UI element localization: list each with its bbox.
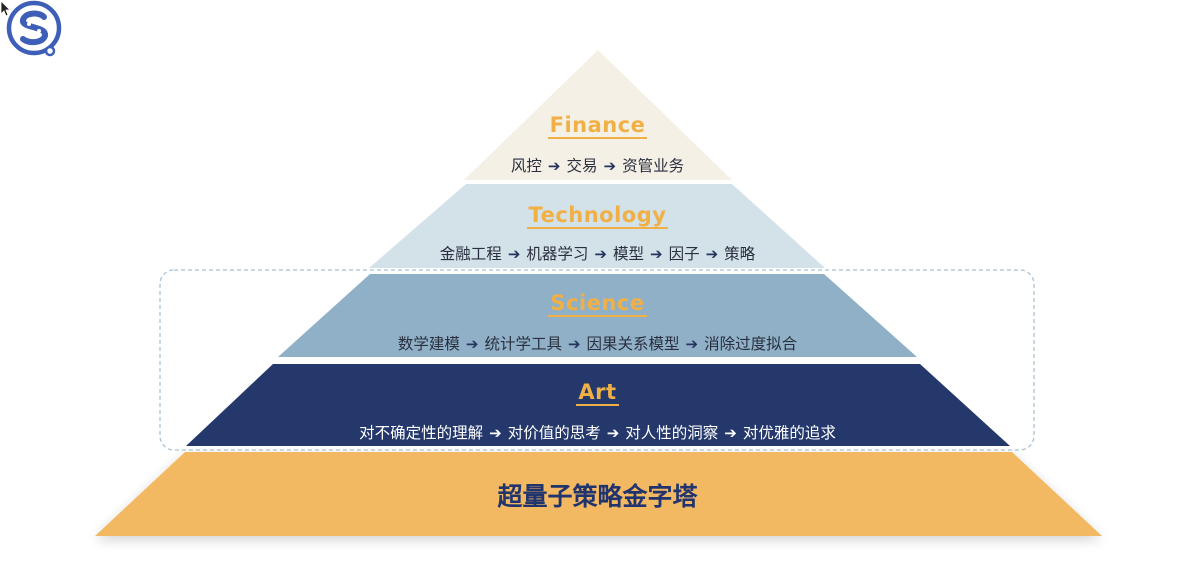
technology-tier: [369, 184, 825, 268]
finance-tier: [464, 50, 732, 180]
pyramid-base-title: 超量子策略金字塔: [497, 482, 698, 511]
arrow-right-icon: ➔: [650, 245, 663, 263]
arrow-right-icon: ➔: [724, 424, 737, 442]
arrow-right-icon: ➔: [547, 157, 561, 175]
art-title: Art: [576, 380, 619, 406]
highlight-dashed-box: [159, 269, 1035, 451]
flow-step: 金融工程: [439, 245, 502, 263]
art-flow: 对不确定性的理解 ➔ 对价值的思考 ➔ 对人性的洞察 ➔ 对优雅的追求: [0, 421, 1195, 443]
flow-step: 机器学习: [526, 245, 589, 263]
arrow-right-icon: ➔: [465, 335, 479, 353]
technology-title: Technology: [526, 203, 669, 229]
flow-step: 交易: [566, 157, 598, 175]
art-tier: [186, 364, 1010, 446]
base-tier: [95, 452, 1102, 536]
arrow-right-icon: ➔: [567, 335, 581, 353]
arrow-right-icon: ➔: [606, 424, 620, 442]
flow-step: 策略: [724, 245, 756, 263]
mouse-cursor-icon: [0, 0, 11, 17]
technology-flow: 金融工程 ➔ 机器学习 ➔ 模型 ➔ 因子 ➔ 策略: [0, 242, 1195, 264]
flow-step: 消除过度拟合: [704, 335, 798, 353]
arrow-right-icon: ➔: [705, 245, 719, 263]
flow-step: 模型: [612, 245, 644, 263]
arrow-right-icon: ➔: [594, 245, 607, 263]
flow-step: 资管业务: [622, 157, 685, 175]
flow-step: 因子: [668, 245, 700, 263]
flow-step: 对人性的洞察: [625, 424, 719, 442]
finance-flow: 风控 ➔ 交易 ➔ 资管业务: [0, 154, 1195, 176]
flow-step: 对优雅的追求: [742, 424, 836, 442]
flow-step: 数学建模: [397, 335, 460, 353]
science-tier: [278, 274, 917, 357]
flow-step: 因果关系模型: [586, 335, 680, 353]
flow-step: 对价值的思考: [507, 424, 601, 442]
arrow-right-icon: ➔: [603, 157, 617, 175]
arrow-right-icon: ➔: [507, 245, 521, 263]
flow-step: 对不确定性的理解: [359, 424, 484, 442]
science-flow: 数学建模 ➔ 统计学工具 ➔ 因果关系模型 ➔ 消除过度拟合: [0, 332, 1195, 354]
flow-step: 风控: [510, 157, 542, 175]
arrow-right-icon: ➔: [489, 424, 502, 442]
quant-logo-icon: [6, 0, 62, 57]
arrow-right-icon: ➔: [685, 335, 699, 353]
flow-step: 统计学工具: [484, 335, 562, 353]
science-title: Science: [548, 291, 647, 317]
finance-title: Finance: [547, 113, 648, 139]
